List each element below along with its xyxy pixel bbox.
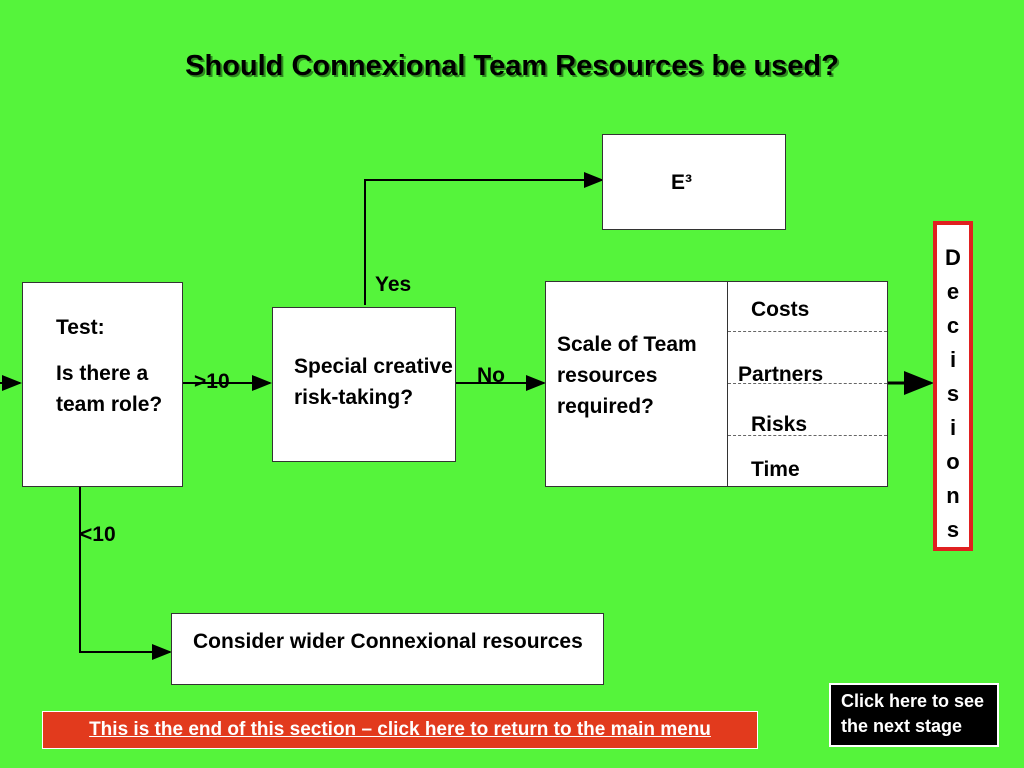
e3-label: E³ — [671, 171, 692, 194]
factor-separator-1 — [728, 331, 887, 332]
factor-separator-2 — [728, 383, 887, 384]
decisions-letter: s — [946, 381, 960, 406]
less-than-10-label: <10 — [80, 523, 116, 546]
decisions-letter: i — [949, 415, 957, 440]
test-to-consider-arrow — [79, 486, 172, 660]
test-box — [22, 282, 183, 487]
factor-time: Time — [751, 458, 800, 481]
e3-box — [602, 134, 786, 230]
consider-box — [171, 613, 604, 685]
greater-than-10-label: >10 — [194, 370, 230, 393]
decisions-letter: c — [946, 313, 960, 338]
decisions-letter: e — [946, 279, 960, 304]
decisions-letter: i — [949, 347, 957, 372]
decisions-letter: n — [946, 483, 960, 508]
decisions-box: D e c i s i o n s — [933, 221, 973, 551]
next-stage-button[interactable]: Click here to see the next stage — [829, 683, 999, 747]
test-heading: Test: — [56, 316, 105, 339]
decisions-letter: o — [946, 449, 960, 474]
special-to-e3-arrow — [364, 172, 604, 305]
test-question: Is there a team role? — [56, 362, 163, 416]
factor-costs: Costs — [751, 298, 810, 321]
factor-partners: Partners — [738, 363, 824, 386]
special-risk-text: Special creative risk-taking? — [294, 355, 453, 409]
scale-divider — [727, 282, 728, 486]
page-title: Should Connexional Team Resources be use… — [185, 50, 839, 82]
factor-risks: Risks — [751, 413, 808, 436]
scale-box — [545, 281, 888, 487]
return-main-menu-link[interactable]: This is the end of this section – click … — [42, 711, 758, 749]
consider-text: Consider wider Connexional resources — [193, 630, 583, 653]
scale-question: Scale of Team resources required? — [557, 333, 697, 418]
factor-separator-3 — [728, 435, 887, 436]
decisions-letter: s — [946, 517, 960, 542]
no-label: No — [477, 364, 505, 387]
decisions-letter: D — [945, 245, 961, 270]
yes-label: Yes — [375, 273, 412, 296]
special-risk-box — [272, 307, 456, 462]
